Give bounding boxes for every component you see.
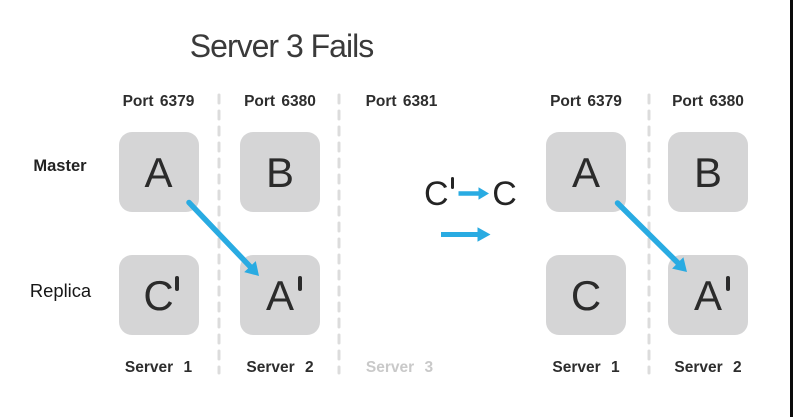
node-letter: C [143, 272, 174, 319]
failover-arrow-right [614, 200, 687, 272]
prime-mark [298, 275, 302, 291]
annotation-to-letter: C [492, 174, 517, 213]
server-label-left-1: Server 1 [124, 359, 193, 376]
server-label-right-1: Server 1 [552, 359, 620, 376]
node-letter: A [144, 149, 173, 196]
annotation-from-letter: C [424, 174, 449, 213]
node-right-replica-c: C [546, 255, 626, 335]
node-right-master-b: B [668, 132, 748, 212]
promotion-arrow-icon [458, 187, 490, 200]
prime-mark [451, 176, 455, 189]
node-letter: B [693, 149, 722, 196]
node-right-master-a: A [546, 132, 626, 212]
node-left-replica-c-prime: C [118, 255, 199, 335]
server-label-right-2: Server 2 [674, 359, 742, 376]
prime-mark [726, 275, 730, 291]
node-letter: A [265, 272, 294, 319]
master-row-label: Master [33, 157, 87, 175]
port-label-6381: Port 6381 [365, 93, 438, 110]
prime-mark [175, 275, 179, 291]
node-left-master-a: A [118, 132, 199, 212]
node-letter: B [265, 149, 294, 196]
node-letter: A [571, 149, 600, 196]
promote-direction-arrow [441, 227, 491, 242]
screen-edge-line [790, 0, 793, 417]
slide-title: Server 3 Fails [189, 28, 374, 64]
server-label-left-2: Server 2 [246, 359, 314, 376]
port-label-left-6380: Port 6380 [244, 93, 316, 110]
failover-arrow-left [186, 199, 259, 276]
node-left-master-b: B [240, 132, 320, 212]
server-label-3-failed: Server 3 [365, 359, 434, 376]
port-label-right-6379: Port 6379 [550, 93, 622, 110]
port-label-left-6379: Port 6379 [122, 93, 195, 110]
replica-row-label: Replica [29, 280, 92, 301]
promotion-annotation: C C [424, 176, 517, 212]
node-letter: A [693, 272, 722, 319]
column-separator [217, 93, 651, 375]
port-label-right-6380: Port 6380 [672, 93, 744, 110]
node-letter: C [570, 272, 602, 319]
